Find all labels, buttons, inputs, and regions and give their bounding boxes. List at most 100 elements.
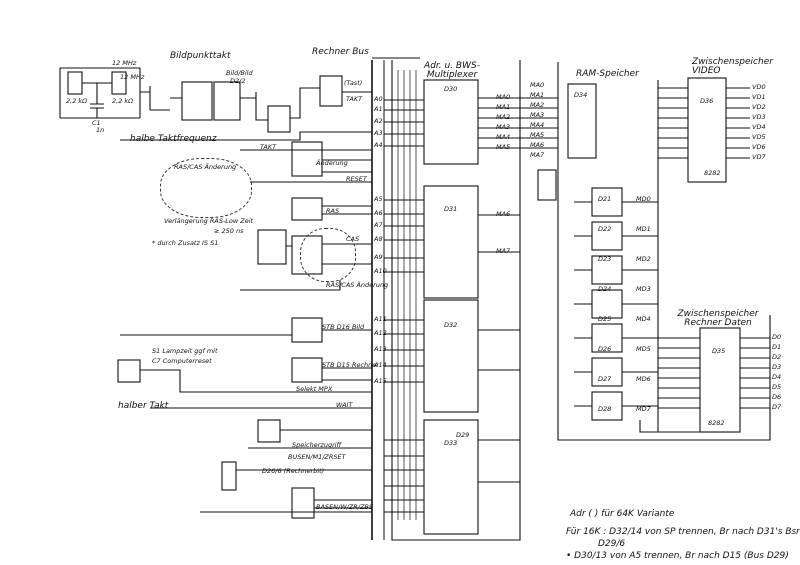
signal-reset: RESET: [346, 175, 367, 183]
s1-label: S1 Lampzeit ggf mit: [152, 347, 218, 355]
clock-bildtakt: Bild/Bild: [226, 69, 253, 77]
busen-label: BUSEN/M1/ZRSET: [288, 453, 346, 461]
chip-mux4: D33: [444, 439, 458, 447]
clock-r1: 2,2 kΩ: [66, 97, 88, 105]
signal-selekt-mpx: Selekt MPX: [296, 385, 333, 393]
bus-address-9: A9: [374, 253, 383, 261]
ram-chip-7: D28: [598, 405, 612, 413]
data-line-6: MD6: [636, 375, 651, 383]
ram-chip-3: D24: [598, 285, 612, 293]
bus-address-6: A6: [374, 209, 383, 217]
clock-tastatur: (Tast): [344, 79, 363, 87]
ram-chip-0: D21: [598, 195, 612, 203]
mux-output-7: MA7: [496, 247, 511, 255]
video-out-4: VD4: [752, 123, 766, 131]
chip-mux3: D32: [444, 321, 458, 329]
ram-input-5: MA5: [530, 131, 545, 139]
bus-address-15: A15: [374, 377, 387, 385]
d26-label: D26/6 (Rechnerbit): [262, 467, 325, 475]
signal-stb-bild: STB D16 Bild: [322, 323, 365, 331]
ram-input-3: MA3: [530, 111, 545, 119]
clock-c: C1: [92, 119, 101, 127]
clock-freq1: 12 MHz: [112, 59, 137, 67]
chip-mux-low: D29: [456, 431, 470, 439]
verlaengerung-label: Verlängerung RAS-Low Zeit: [164, 217, 254, 225]
ras-cas-aenderung2-label: RAS/CAS Änderung: [326, 281, 389, 289]
ram-chip-5: D26: [598, 345, 612, 353]
rd-wr-label: BASEN/W/ZR/ZBS: [316, 503, 374, 511]
data-line-7: MD7: [636, 405, 651, 413]
bus-address-1: A1: [374, 105, 383, 113]
mux-output-1: MA1: [496, 103, 511, 111]
ram-chip-6: D27: [598, 375, 612, 383]
bus-address-12: A12: [374, 329, 387, 337]
video-out-2: VD2: [752, 103, 766, 111]
video-out-6: VD6: [752, 143, 766, 151]
daten-out-2: D2: [772, 353, 782, 361]
ram-input-7: MA7: [530, 151, 545, 159]
note-line3: D29/6: [598, 539, 626, 549]
data-line-0: MD0: [636, 195, 651, 203]
clock-r2: 2,2 kΩ: [112, 97, 134, 105]
chip-mux2: D31: [444, 205, 458, 213]
bus-address-10: A10: [374, 267, 387, 275]
chip-video-buf: D36: [700, 97, 714, 105]
video-out-3: VD3: [752, 113, 766, 121]
adr-multiplexer-title: Adr. u. BWS- Multiplexer: [424, 61, 480, 80]
mux-output-0: MA0: [496, 93, 511, 101]
note-line4: • D30/13 von A5 trennen, Br nach D15 (Bu…: [566, 551, 789, 561]
bus-address-14: A14: [374, 361, 387, 369]
bus-address-2: A2: [374, 117, 383, 125]
zwischenspeicher-video-title: Zwischenspeicher VIDEO: [692, 57, 773, 76]
mux-output-3: MA3: [496, 123, 511, 131]
signal-aenderung: Änderung: [316, 159, 348, 167]
halbe-taktfrequenz-label: halbe Taktfrequenz: [130, 134, 217, 144]
signal-wait: WAIT: [336, 401, 353, 409]
signal-cas: CAS: [346, 235, 360, 243]
ram-input-1: MA1: [530, 91, 545, 99]
data-line-1: MD1: [636, 225, 651, 233]
clock-takt: TAKT: [346, 95, 363, 103]
chip-8282a: 8282: [704, 169, 721, 177]
durch-zusatz-label: * durch Zusatz IS S1: [152, 239, 219, 247]
data-line-5: MD5: [636, 345, 651, 353]
c7-label: C7 Computerreset: [152, 357, 212, 365]
mux-output-6: MA6: [496, 210, 511, 218]
mux-output-4: MA4: [496, 133, 511, 141]
halber-takt-label: halber Takt: [118, 401, 169, 411]
rechnerbus-title: Rechner Bus: [312, 47, 369, 57]
data-line-4: MD4: [636, 315, 651, 323]
chip-daten-buf: D35: [712, 347, 726, 355]
signal-ras: RAS: [326, 207, 340, 215]
ram-input-6: MA6: [530, 141, 545, 149]
clock-d12: D2/2: [230, 77, 246, 85]
chip-8282b: 8282: [708, 419, 725, 427]
signal-stb-rechner: STB D15 Rechner: [322, 361, 379, 369]
speicherzugriff-label: Speicherzugriff: [292, 441, 342, 449]
ram-chip-2: D23: [598, 255, 612, 263]
ram-input-0: MA0: [530, 81, 545, 89]
daten-out-0: D0: [772, 333, 782, 341]
mux-output-2: MA2: [496, 113, 511, 121]
ram-input-4: MA4: [530, 121, 545, 129]
clock-c2: 1n: [96, 126, 105, 134]
ras-cas-cloud-2: [300, 228, 356, 282]
ras-cas-aenderung-label: RAS/CAS Änderung: [174, 163, 237, 171]
video-out-5: VD5: [752, 133, 766, 141]
note-line2: Für 16K : D32/14 von SP trennen, Br nach…: [566, 527, 800, 537]
video-out-0: VD0: [752, 83, 766, 91]
zwischenspeicher-daten-title: Zwischenspeicher Rechner Daten: [677, 309, 759, 328]
daten-out-6: D6: [772, 393, 782, 401]
bus-address-13: A13: [374, 345, 387, 353]
mux-output-5: MA5: [496, 143, 511, 151]
video-out-1: VD1: [752, 93, 766, 101]
bus-address-8: A8: [374, 235, 383, 243]
verlaengerung-value: ≥ 250 ns: [214, 227, 244, 235]
bus-address-4: A4: [374, 141, 383, 149]
clock-freq2: 12 MHz: [120, 73, 145, 81]
bildpunkttakt-title: Bildpunkttakt: [170, 51, 231, 61]
daten-out-3: D3: [772, 363, 782, 371]
bus-address-3: A3: [374, 129, 383, 137]
chip-ramsel: D34: [574, 91, 588, 99]
daten-out-7: D7: [772, 403, 782, 411]
